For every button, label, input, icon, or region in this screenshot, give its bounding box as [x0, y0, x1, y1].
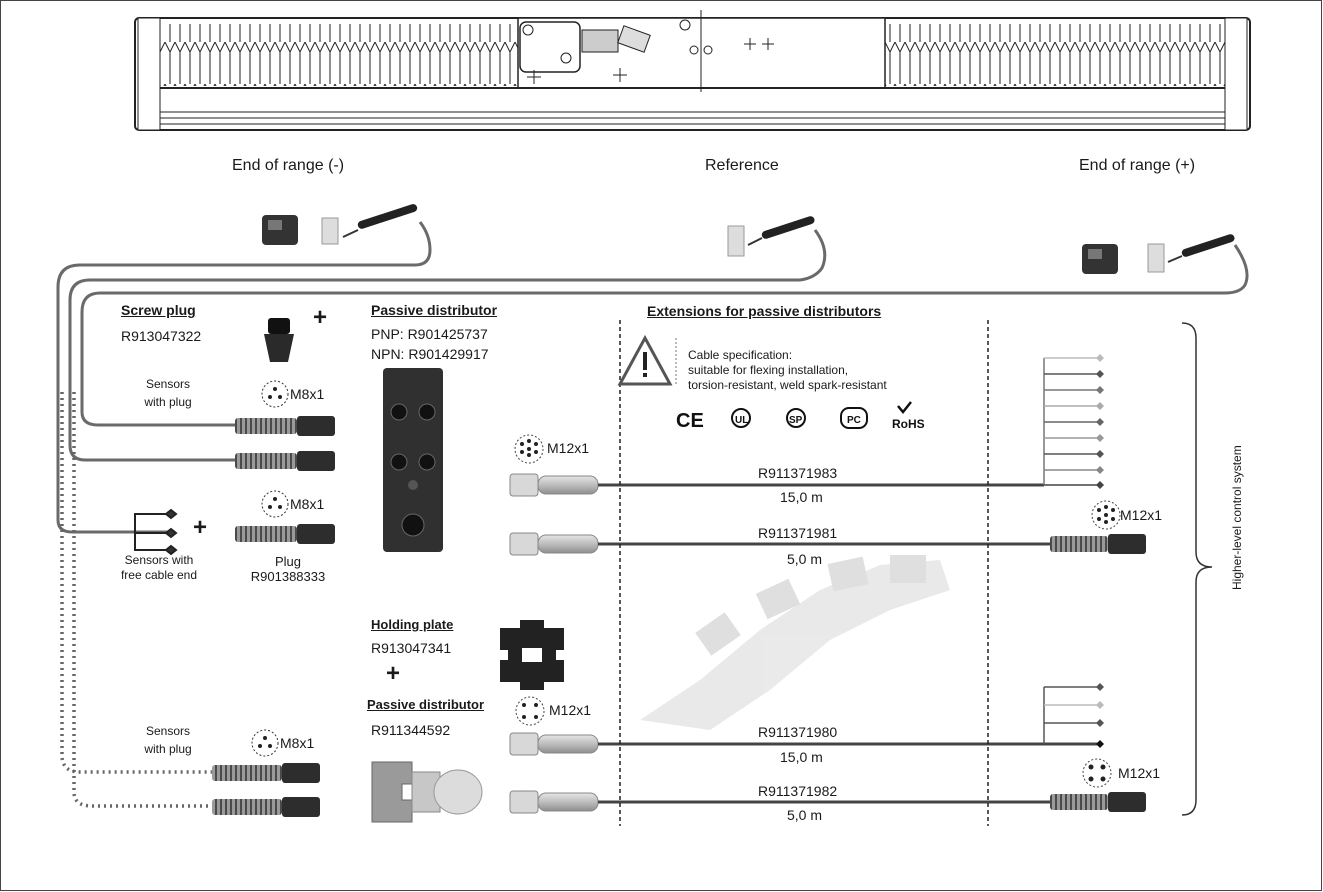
free-cable-ends [135, 510, 176, 554]
m12-label-1: M12x1 [547, 440, 589, 456]
higher-level-control-label: Higher-level control system [1230, 445, 1244, 590]
sensors-free-end-line1: Sensors with [104, 553, 214, 568]
cable-2-part: R911371981 [758, 525, 837, 541]
passive-distributor-bottom-image [372, 762, 482, 822]
cable-spec-line-3: torsion-resistant, weld spark-resistant [688, 378, 887, 393]
plus-sign-1: + [313, 304, 327, 332]
svg-text:RoHS: RoHS [892, 417, 925, 431]
cable-4-length: 5,0 m [787, 807, 822, 823]
screw-plug-title: Screw plug [121, 302, 196, 318]
cable-1-part: R911371983 [758, 465, 837, 481]
svg-text:PC: PC [847, 415, 861, 426]
pnp-part: PNP: R901425737 [371, 326, 488, 342]
sensors-with-plug-bottom-line1: Sensors [128, 724, 208, 739]
passive-distributor-bottom-part: R911344592 [371, 722, 450, 738]
sensors-with-plug-top-line2: with plug [128, 395, 208, 410]
cable-spec-line-1: Cable specification: [688, 348, 792, 363]
sensor-group-center [728, 215, 816, 256]
sensor-plugs [212, 416, 335, 817]
end-of-range-minus-label: End of range (-) [232, 157, 344, 175]
plug-label: Plug [238, 554, 338, 569]
cable-chain [640, 555, 950, 730]
m8-label-1: M8x1 [290, 386, 324, 402]
screw-plug-image [264, 318, 294, 362]
svg-text:SP: SP [789, 415, 803, 426]
screw-plug-part: R913047322 [121, 328, 201, 344]
reference-label: Reference [705, 157, 779, 175]
m12-label-right-2: M12x1 [1118, 765, 1160, 781]
svg-text:UL: UL [735, 415, 748, 426]
holding-plate-part: R913047341 [371, 640, 451, 656]
plus-sign-3: + [386, 660, 400, 688]
cable-3-part: R911371980 [758, 724, 837, 740]
warning-icon [620, 338, 676, 384]
sensor-group-right [1082, 233, 1236, 274]
bellows-right [885, 24, 1225, 86]
sensors-free-end-line2: free cable end [104, 568, 214, 583]
cable-3-length: 15,0 m [780, 749, 823, 765]
sensors-with-plug-bottom-line2: with plug [128, 742, 208, 757]
sensors-with-plug-top-line1: Sensors [128, 377, 208, 392]
plus-sign-2: + [193, 514, 207, 542]
linear-module [135, 10, 1250, 130]
m8-label-2: M8x1 [290, 496, 324, 512]
plug-part: R901388333 [238, 569, 338, 584]
passive-distributor-top-title: Passive distributor [371, 302, 497, 318]
cable-1-length: 15,0 m [780, 489, 823, 505]
fanout-8 [1044, 354, 1104, 489]
passive-distributor-bottom-title: Passive distributor [367, 697, 484, 712]
certification-logos: CE UL SP PC RoHS [676, 402, 925, 432]
cable-spec-line-2: suitable for flexing installation, [688, 363, 848, 378]
extensions-title: Extensions for passive distributors [647, 303, 881, 319]
extension-cables [598, 485, 1100, 802]
fanout-4 [1044, 683, 1104, 748]
end-of-range-plus-label: End of range (+) [1079, 157, 1195, 175]
sensor-group-left [262, 203, 418, 245]
ce-logo: CE [676, 410, 704, 432]
holding-plate-image [500, 620, 564, 690]
m8-label-3: M8x1 [280, 735, 314, 751]
brace [1182, 323, 1212, 815]
m12-label-right-1: M12x1 [1120, 507, 1162, 523]
npn-part: NPN: R901429917 [371, 346, 489, 362]
passive-distributor-top-image [383, 368, 443, 552]
cable-2-length: 5,0 m [787, 551, 822, 567]
holding-plate-title: Holding plate [371, 617, 453, 632]
m12-label-2: M12x1 [549, 702, 591, 718]
cable-4-part: R911371982 [758, 783, 837, 799]
bellows-left [160, 24, 518, 86]
